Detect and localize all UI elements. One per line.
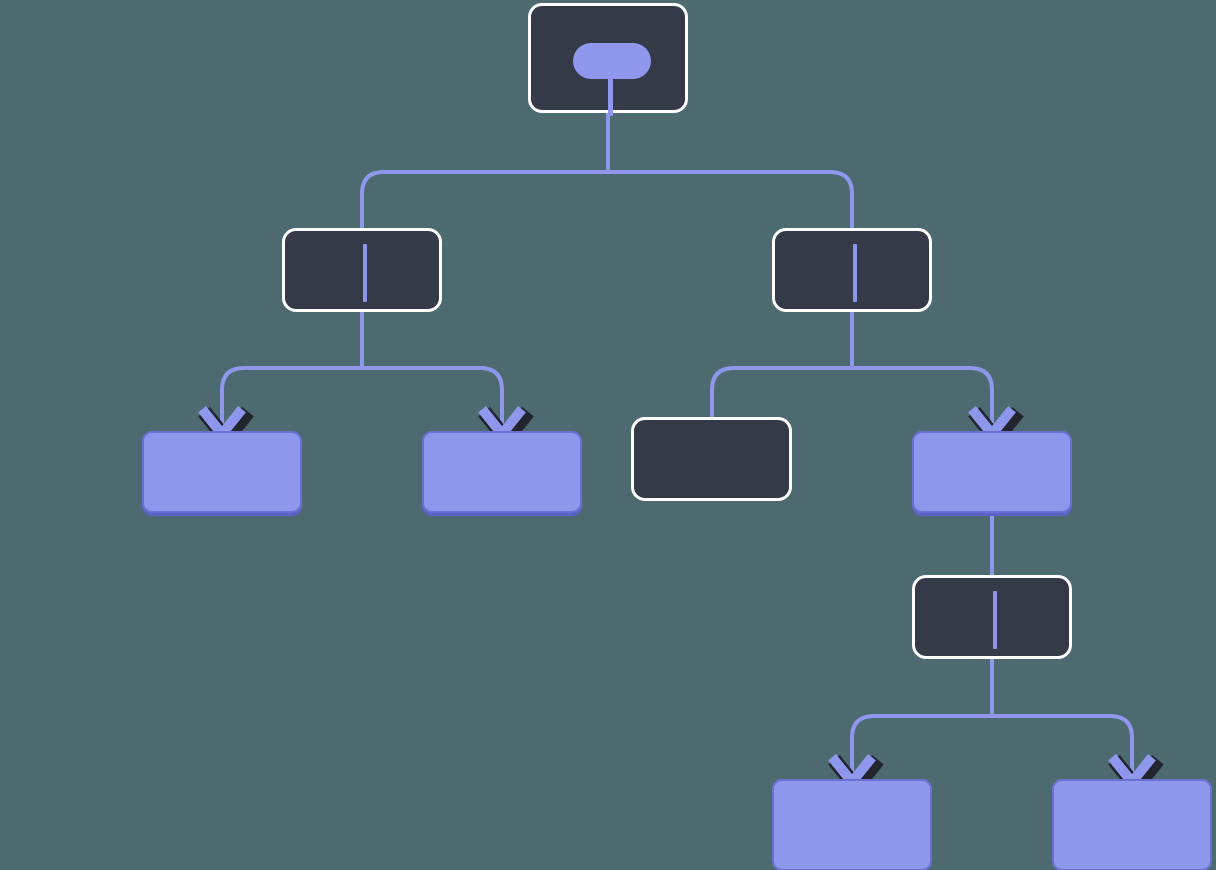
edge-branch-left-to-leaf-1 xyxy=(220,366,362,434)
leaf-node-2[interactable] xyxy=(422,431,582,513)
branch-node-right[interactable] xyxy=(772,228,932,312)
edge-branch-right-to-terminal xyxy=(710,366,852,418)
leaf-node-4[interactable] xyxy=(1052,779,1212,870)
node-passthrough-line xyxy=(853,244,857,302)
edge-lower-to-leaf-4 xyxy=(992,714,1134,782)
edge-root-to-branch-left xyxy=(360,170,608,312)
edge-lower-to-leaf-3 xyxy=(850,714,992,782)
root-node[interactable] xyxy=(528,3,688,116)
branch-node-lower[interactable] xyxy=(912,575,1072,659)
edge-branch-right-to-branch-purple xyxy=(852,366,994,434)
edge-branch-left-to-leaf-2 xyxy=(362,366,504,434)
node-passthrough-line xyxy=(993,591,997,649)
leaf-node-3[interactable] xyxy=(772,779,932,870)
leaf-node-1[interactable] xyxy=(142,431,302,513)
edge-root-to-branch-right xyxy=(608,170,854,312)
node-stem-connector xyxy=(608,79,613,116)
node-passthrough-line xyxy=(363,244,367,302)
branch-node-purple[interactable] xyxy=(912,431,1072,513)
terminal-node-dark[interactable] xyxy=(631,417,792,501)
branch-node-left[interactable] xyxy=(282,228,442,312)
node-pill-badge xyxy=(573,43,651,79)
